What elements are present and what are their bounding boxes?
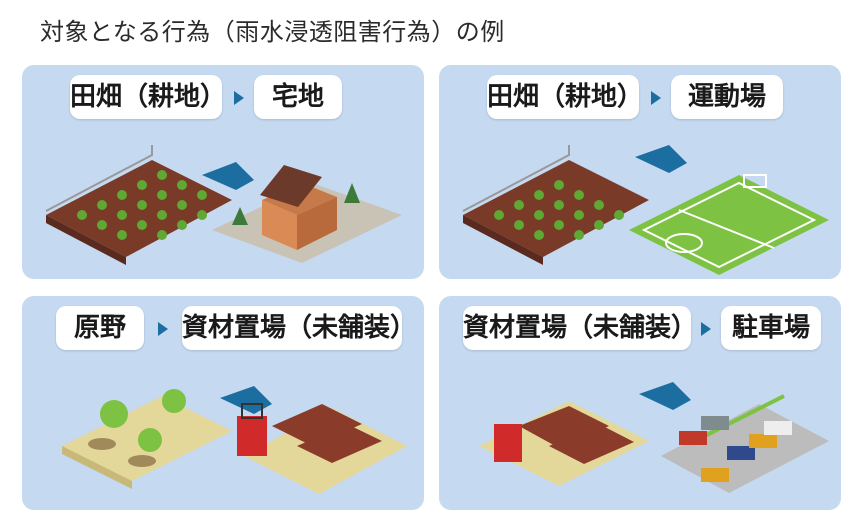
- sports-field: [629, 175, 829, 275]
- forklift-icon: [494, 424, 522, 462]
- transform-arrow-icon: [220, 386, 272, 414]
- panel-wasteland-to-material-yard: 原野 資材置場（未舗装）: [22, 296, 424, 510]
- panel-farmland-to-sports-field: 田畑（耕地） 運動場: [439, 65, 841, 279]
- farmland-to-house-illustration: [22, 65, 424, 279]
- forklift-icon: [237, 416, 267, 456]
- yard-to-parking-illustration: [439, 296, 841, 510]
- transform-arrow-icon: [635, 145, 687, 173]
- panel-material-yard-to-parking: 資材置場（未舗装） 駐車場: [439, 296, 841, 510]
- transform-arrow-icon: [639, 382, 691, 410]
- transform-arrow-icon: [202, 162, 254, 190]
- panel-farmland-to-residential: 田畑（耕地） 宅地: [22, 65, 424, 279]
- wasteland-to-yard-illustration: [22, 296, 424, 510]
- farmland-to-field-illustration: [439, 65, 841, 279]
- page-title: 対象となる行為（雨水浸透阻害行為）の例: [40, 12, 505, 47]
